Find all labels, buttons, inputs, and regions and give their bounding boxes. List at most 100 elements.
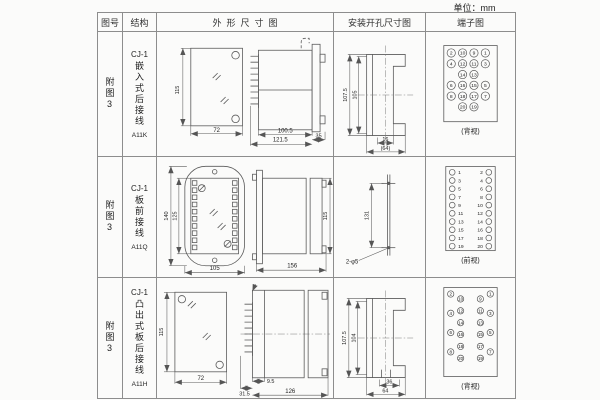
terminal-pin bbox=[447, 289, 455, 298]
terminal-number: 3 bbox=[489, 310, 492, 315]
install-drawing-a11h: 107.5 104 36 64 bbox=[342, 290, 414, 397]
spec-table: 图号 结构 外形尺寸图 安装开孔尺寸图 端子图 附图3 CJ-1 嵌入式后接线 … bbox=[97, 12, 516, 399]
front-view bbox=[190, 47, 243, 126]
terminal-pin bbox=[469, 101, 479, 111]
terminal-pin bbox=[448, 201, 456, 208]
terminal-number: 5 bbox=[489, 330, 492, 335]
terminal-pin bbox=[446, 80, 456, 90]
terminal-number: 8 bbox=[480, 194, 483, 200]
code-label: A11K bbox=[131, 131, 148, 139]
terminal-number: 15 bbox=[471, 83, 477, 89]
terminal-number: 4 bbox=[480, 178, 483, 184]
terminal-number: 5 bbox=[458, 186, 461, 192]
terminal-pin bbox=[486, 328, 494, 336]
terminal-number: 12 bbox=[477, 211, 483, 217]
side-view bbox=[250, 37, 326, 132]
terminal-pin bbox=[448, 185, 456, 192]
dim-label: 16 bbox=[382, 136, 388, 142]
structure-a11q: CJ-1 板前接线 A11Q bbox=[123, 157, 157, 278]
terminal-pin bbox=[486, 309, 494, 317]
terminal-number: 5 bbox=[484, 83, 487, 89]
terminal-pin bbox=[457, 342, 465, 350]
terminal-pin bbox=[448, 168, 456, 176]
terminal-number: 18 bbox=[458, 344, 464, 349]
terminal-number: 7 bbox=[458, 194, 461, 200]
terminal-number: 11 bbox=[471, 61, 476, 67]
dimensions: 107.5 105 16 (64) bbox=[343, 53, 406, 155]
terminal-pin bbox=[485, 209, 493, 217]
terminal-number: 14 bbox=[477, 219, 483, 225]
terminal-pin bbox=[469, 80, 479, 90]
terminal-number: 1 bbox=[489, 291, 492, 296]
terminal-number: 15 bbox=[458, 227, 464, 233]
terminal-number: 20 bbox=[458, 355, 464, 360]
install-cell-a11h: 107.5 104 36 64 bbox=[334, 278, 426, 399]
terminal-pin bbox=[486, 347, 494, 355]
model-label: CJ-1 bbox=[131, 183, 148, 193]
dimensions: 140 125 105 156 115 bbox=[164, 165, 333, 275]
terminal-number: 8 bbox=[450, 93, 453, 99]
terminal-number: 15 bbox=[478, 332, 484, 337]
terminal-pin bbox=[457, 294, 465, 302]
terminal-pin bbox=[448, 217, 456, 225]
terminal-pin bbox=[485, 217, 493, 225]
structure-desc: 凸出式板后接线 bbox=[134, 299, 144, 376]
terminal-number: 7 bbox=[484, 93, 487, 99]
dim-label: (64) bbox=[381, 145, 391, 151]
terminal-number: 7 bbox=[489, 349, 492, 354]
view-caption: (背视) bbox=[461, 126, 479, 135]
header-figure-no: 图号 bbox=[98, 13, 123, 32]
terminal-pin bbox=[480, 80, 490, 90]
terminal-number: 18 bbox=[477, 235, 483, 241]
install-drawing-a11q: 131 2-φ5 bbox=[346, 173, 396, 265]
dim-label: 105 bbox=[210, 266, 221, 272]
terminal-pin bbox=[485, 176, 493, 184]
terminal-number: 19 bbox=[458, 244, 464, 250]
dim-label: 115 bbox=[175, 85, 181, 94]
dim-label: 107.5 bbox=[342, 331, 348, 345]
terminal-number: 16 bbox=[460, 83, 466, 89]
outline-drawing-a11h: 115 72 9.5 31.5 126 bbox=[159, 283, 331, 398]
terminal-number: 6 bbox=[480, 186, 483, 192]
terminal-pin bbox=[447, 309, 455, 317]
header-terminal: 端子图 bbox=[426, 13, 516, 32]
terminal-number: 13 bbox=[478, 320, 484, 325]
terminal-number: 12 bbox=[458, 308, 464, 313]
outline-cell-a11h: 115 72 9.5 31.5 126 bbox=[157, 278, 334, 399]
install-cell-a11q: 131 2-φ5 bbox=[334, 157, 426, 278]
terminal-pin bbox=[485, 185, 493, 192]
outline-cell-a11k: 115 72 100.5 121.5 35 bbox=[157, 32, 334, 157]
dim-label: 140 bbox=[164, 211, 170, 220]
dim-label: 104 bbox=[351, 333, 357, 342]
terminal-pin bbox=[485, 168, 493, 176]
model-label: CJ-1 bbox=[131, 49, 148, 59]
header-structure: 结构 bbox=[123, 13, 157, 32]
terminal-pin bbox=[480, 58, 490, 68]
terminal-number: 16 bbox=[458, 332, 464, 337]
terminal-pin bbox=[458, 58, 468, 68]
terminal-number: 14 bbox=[458, 320, 464, 325]
terminal-pin bbox=[476, 354, 484, 362]
structure-a11k: CJ-1 嵌入式后接线 A11K bbox=[123, 32, 157, 157]
terminal-number: 9 bbox=[473, 50, 476, 56]
dim-label: 131 bbox=[365, 210, 371, 219]
dim-label: 121.5 bbox=[273, 137, 289, 143]
dim-label: 156 bbox=[287, 263, 298, 269]
dimensions: 115 72 100.5 121.5 35 bbox=[175, 47, 326, 147]
terminal-pin bbox=[476, 330, 484, 338]
terminal-number: 3 bbox=[458, 178, 461, 184]
outline-drawing-a11k: 115 72 100.5 121.5 35 bbox=[175, 37, 326, 147]
figure-no-label: 附图3 bbox=[104, 321, 115, 355]
terminal-pin bbox=[448, 209, 456, 217]
terminal-number: 11 bbox=[478, 308, 483, 313]
figure-no-a11h: 附图3 bbox=[98, 278, 123, 399]
terminal-number: 1 bbox=[484, 50, 487, 56]
